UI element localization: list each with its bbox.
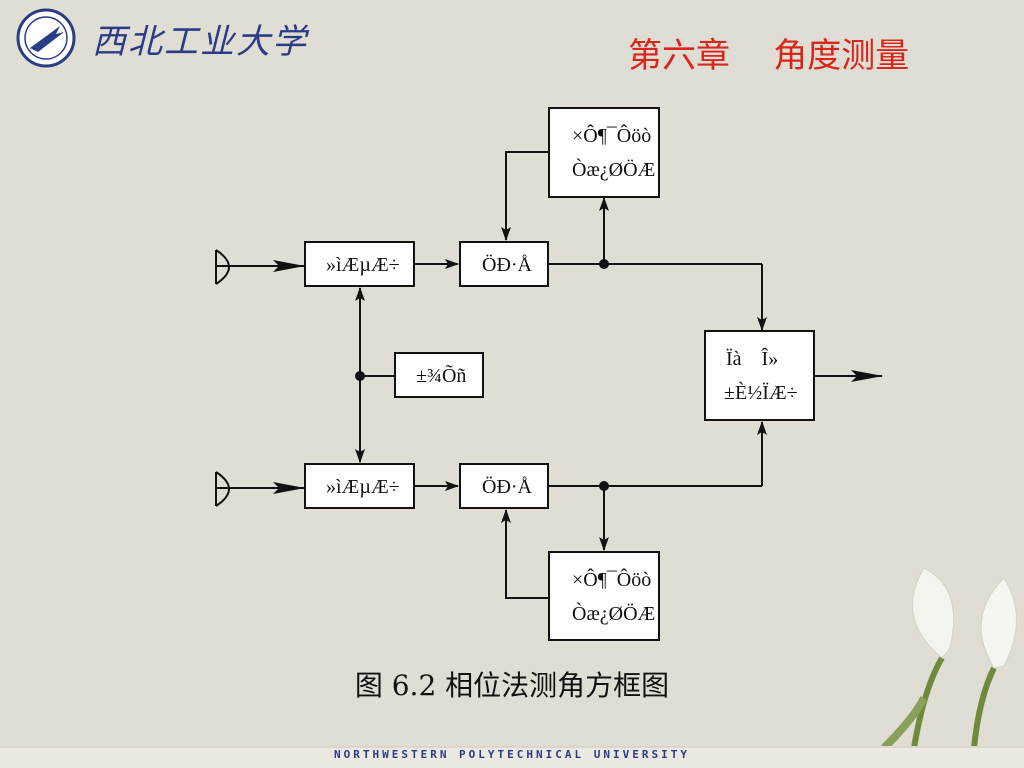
amp-bottom-block: ÖÐ·Å	[459, 463, 549, 509]
mixer-top-label: »ìÆµÆ÷	[326, 254, 400, 276]
amp-bottom-label: ÖÐ·Å	[482, 475, 533, 498]
phase-det-line2: ±È½ÏÆ÷	[724, 381, 798, 404]
phase-detector-block: Ïà Î» ±È½ÏÆ÷	[704, 330, 815, 421]
agc-bottom-line2: Òæ¿ØÖÆ	[572, 601, 655, 625]
university-logo	[16, 8, 76, 68]
agc-bottom-feedback-line	[501, 509, 548, 599]
footer-band	[0, 746, 1024, 768]
local-osc-block: ±¾Õñ	[394, 352, 484, 398]
agc-bottom-block: ×Ô¶¯Ôöò Òæ¿ØÖÆ	[548, 551, 660, 641]
agc-top-line2: Òæ¿ØÖÆ	[572, 157, 655, 181]
calla-lily-decoration	[881, 567, 1017, 748]
agc-top-block: ×Ô¶¯Ôöò Òæ¿ØÖÆ	[548, 107, 660, 198]
junction-dot-bottom	[599, 481, 609, 491]
chapter-title: 第六章 角度测量	[628, 36, 910, 76]
slide-header: 西北工业大学 第六章 角度测量	[0, 0, 1024, 84]
agc-top-line1: ×Ô¶¯Ôöò	[572, 123, 651, 147]
junction-dot-top	[599, 259, 609, 269]
footer-university-name: NORTHWESTERN POLYTECHNICAL UNIVERSITY	[333, 748, 691, 761]
mixer-bottom-block: »ìÆµÆ÷	[304, 463, 415, 509]
figure-caption: 图 6.2 相位法测角方框图	[354, 669, 670, 702]
junction-dot-osc	[355, 371, 365, 381]
local-osc-label: ±¾Õñ	[416, 363, 466, 387]
amp-top-label: ÖÐ·Å	[482, 253, 533, 276]
agc-top-feedback-line	[501, 151, 548, 241]
mixer-top-block: »ìÆµÆ÷	[304, 241, 415, 287]
agc-bottom-line1: ×Ô¶¯Ôöò	[572, 567, 651, 591]
amp-top-block: ÖÐ·Å	[459, 241, 549, 287]
university-name: 西北工业大学	[92, 22, 308, 62]
phase-det-line1: Ïà Î»	[726, 347, 778, 370]
mixer-bottom-label: »ìÆµÆ÷	[326, 476, 400, 498]
